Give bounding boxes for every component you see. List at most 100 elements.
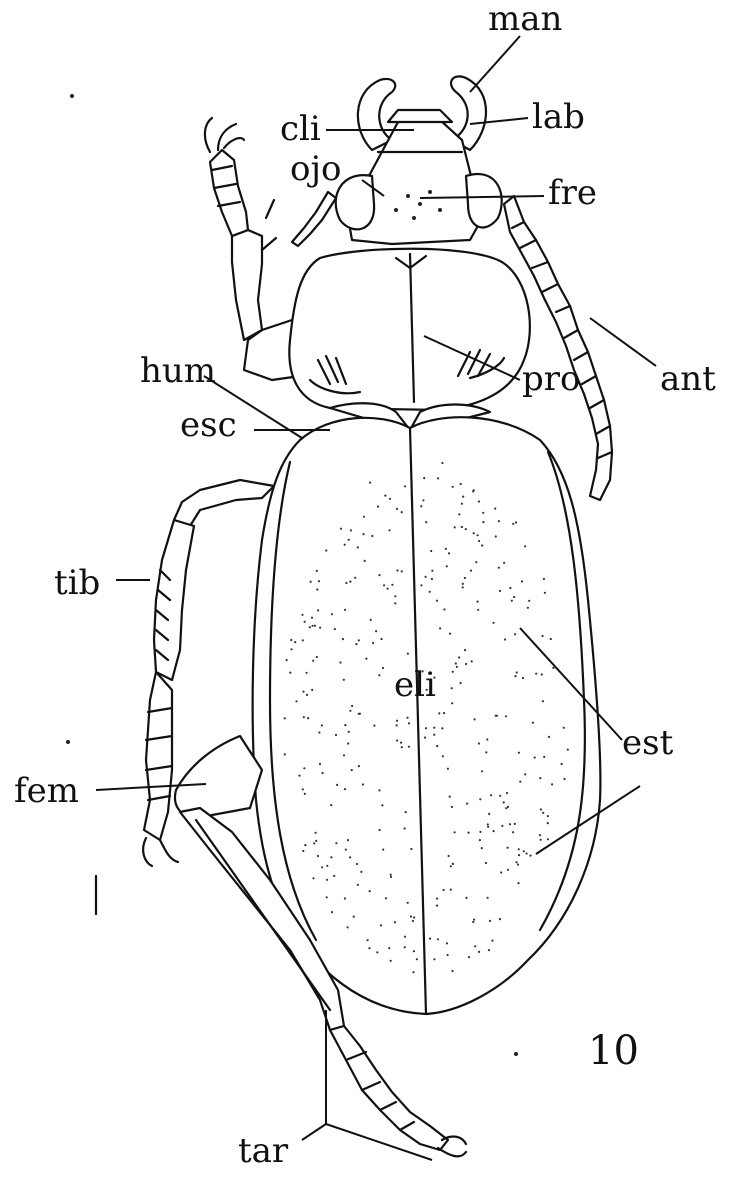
label-eli: eli [394, 665, 436, 705]
stipple-dot [378, 574, 380, 576]
stipple-dot [412, 920, 414, 922]
stipple-dot [404, 827, 406, 829]
stipple-dot [302, 639, 304, 641]
stipple-dot [400, 742, 402, 744]
stipple-dot [567, 749, 569, 751]
stipple-dot [514, 675, 516, 677]
stipple-dot [490, 794, 492, 796]
label-ant: ant [660, 359, 716, 399]
stipple-dot [355, 643, 357, 645]
label-cli: cli [280, 109, 321, 149]
label-hum: hum [140, 351, 216, 391]
stipple-dot [356, 863, 358, 865]
stipple-dot [303, 716, 305, 718]
label-fem: fem [14, 771, 79, 811]
stipple-dot [357, 546, 359, 548]
stipple-dot [388, 529, 390, 531]
stipple-dot [344, 788, 346, 790]
stipple-dot [316, 588, 318, 590]
stipple-dot [294, 641, 296, 643]
stipple-dot [542, 812, 544, 814]
stipple-dot [380, 638, 382, 640]
stipple-dot [481, 847, 483, 849]
stipple-dot [507, 869, 509, 871]
stipple-dot [336, 784, 338, 786]
stipple-dot [512, 523, 514, 525]
stipple-dot [450, 889, 452, 891]
stipple-dot [410, 915, 412, 917]
stipple-dot [384, 495, 386, 497]
stipple-dot [547, 815, 549, 817]
stipple-dot [544, 592, 546, 594]
stipple-dot [344, 724, 346, 726]
stipple-dot [364, 560, 366, 562]
stipple-dot [515, 861, 517, 863]
stipple-dot [454, 831, 456, 833]
stipple-dot [460, 682, 462, 684]
stipple-dot [391, 584, 393, 586]
stipple-dot [443, 889, 445, 891]
stipple-dot [298, 775, 300, 777]
stipple-dot [474, 945, 476, 947]
stipple-dot [524, 773, 526, 775]
stipple-dot [487, 826, 489, 828]
stipple-dot [507, 847, 509, 849]
stipple-dot [302, 788, 304, 790]
stipple-dot [404, 936, 406, 938]
stipple-dot [382, 667, 384, 669]
stipple-dot [504, 638, 506, 640]
stipple-dot [290, 648, 292, 650]
figure-number: 10 [588, 1028, 639, 1074]
stipple-dot [347, 839, 349, 841]
stipple-dot [358, 639, 360, 641]
stipple-dot [539, 834, 541, 836]
stipple-dot [443, 712, 445, 714]
stipple-dot [465, 897, 467, 899]
label-tar: tar [238, 1131, 289, 1171]
stipple-dot [316, 570, 318, 572]
stipple-dot [401, 570, 403, 572]
stipple-dot [441, 462, 443, 464]
stipple-dot [326, 879, 328, 881]
stipple-dot [552, 667, 554, 669]
stipple-dot [479, 839, 481, 841]
stipple-dot [443, 608, 445, 610]
stipple-dot [514, 823, 516, 825]
stipple-dot [541, 635, 543, 637]
stipple-dot [446, 942, 448, 944]
stipple-dot [404, 485, 406, 487]
stipple-dot [478, 742, 480, 744]
stipple-dot [433, 958, 435, 960]
stipple-dot [347, 926, 349, 928]
stipple-dot [528, 600, 530, 602]
stipple-dot [518, 854, 520, 856]
stipple-dot [519, 781, 521, 783]
stipple-dot [335, 734, 337, 736]
stipple-dot [462, 496, 464, 498]
stipple-dot [348, 731, 350, 733]
stipple-dot [408, 746, 410, 748]
stipple-dot [540, 839, 542, 841]
stipple-dot [358, 713, 360, 715]
stipple-dot [455, 662, 457, 664]
stipple-dot [363, 516, 365, 518]
stipple-dot [373, 725, 375, 727]
stipple-dot [496, 715, 498, 717]
stipple-dot [488, 813, 490, 815]
stipple-dot [529, 855, 531, 857]
stipple-dot [408, 722, 410, 724]
stipple-dot [385, 897, 387, 899]
stipple-dot [485, 751, 487, 753]
elytra [253, 417, 601, 1014]
stipple-dot [527, 607, 529, 609]
stipple-dot [343, 679, 345, 681]
stipple-dot [514, 633, 516, 635]
stipple-dot [462, 586, 464, 588]
stipple-dot [436, 898, 438, 900]
stipple-dot [465, 528, 467, 530]
stipple-dot [388, 947, 390, 949]
stipple-dot [343, 754, 345, 756]
stipple-dot [304, 844, 306, 846]
stipple-dot [330, 804, 332, 806]
stipple-dot [319, 627, 321, 629]
